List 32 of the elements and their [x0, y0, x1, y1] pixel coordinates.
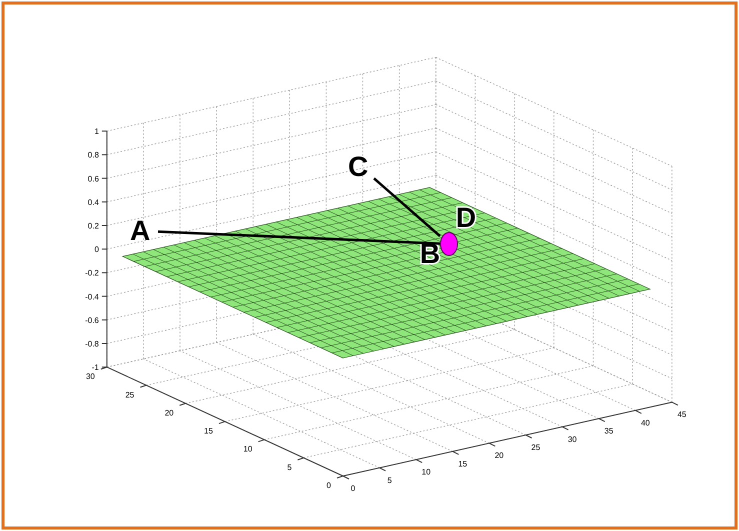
- tick-label: 40: [640, 418, 650, 428]
- tick-label: -0.6: [85, 316, 99, 325]
- tick-label: 0: [326, 481, 331, 490]
- tick-label: 0: [94, 245, 99, 254]
- point-label: C: [348, 153, 374, 181]
- tick-label: -0.4: [85, 292, 99, 302]
- tick-label: 25: [125, 390, 134, 400]
- tick-label: -0.2: [85, 268, 99, 278]
- tick-label: 45: [678, 410, 686, 420]
- tick-label: 30: [568, 434, 577, 444]
- point-label: A: [130, 217, 158, 245]
- tick-label: -0.8: [85, 340, 99, 348]
- tick-label: 5: [387, 476, 392, 485]
- tick-label: 20: [164, 408, 174, 418]
- tick-label: 0: [350, 484, 356, 493]
- tick-label: 5: [287, 462, 292, 472]
- tick-label: 0.2: [88, 222, 99, 230]
- tick-label: 10: [243, 444, 252, 454]
- tick-label: -1: [92, 363, 99, 372]
- tick-label: 15: [458, 459, 468, 468]
- tick-label: 15: [204, 426, 213, 436]
- tick-label: 1: [94, 127, 99, 136]
- tick-label: 0.8: [88, 150, 99, 160]
- tick-label: 0.6: [88, 174, 99, 184]
- leader-line: [373, 177, 441, 238]
- tick-label: 20: [494, 451, 504, 460]
- tick-label: 30: [86, 372, 95, 382]
- tick-label: 10: [422, 468, 431, 477]
- tick-label: 25: [531, 443, 540, 452]
- leader-line: [158, 230, 440, 245]
- tick-label: 0.4: [88, 198, 99, 207]
- tick-label: 35: [604, 426, 614, 436]
